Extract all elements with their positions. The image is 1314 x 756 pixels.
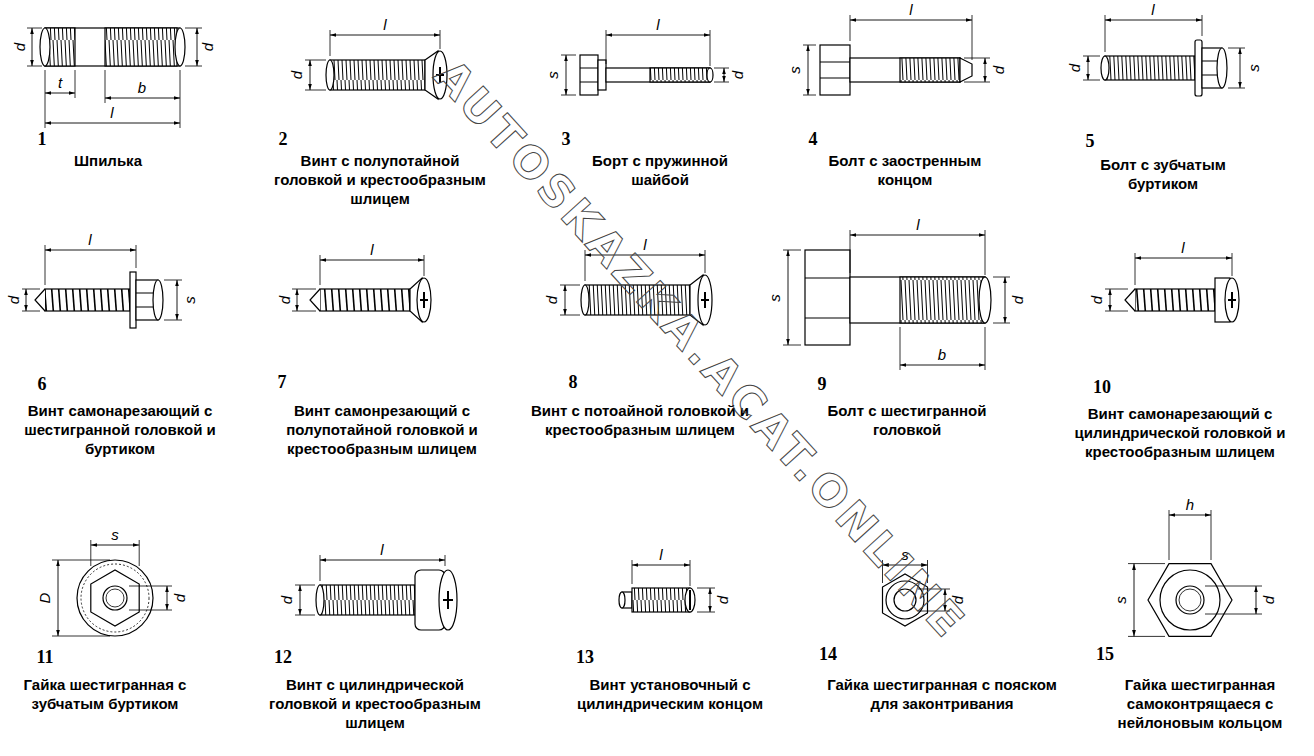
dimension-letter: d bbox=[278, 596, 296, 604]
part-caption: Винт самонрезающий с полупотайной головк… bbox=[262, 402, 502, 458]
tapping-hex-screw-drawing bbox=[22, 245, 182, 328]
dimension-letter: d bbox=[1088, 296, 1106, 304]
part-caption: Винт самонарезающий с цилиндрической гол… bbox=[1060, 405, 1300, 461]
dimension-letter: l bbox=[88, 231, 91, 249]
callout-number: 9 bbox=[818, 374, 827, 396]
dimension-letter: b bbox=[138, 79, 146, 97]
dimension-letter: l bbox=[909, 1, 912, 19]
dimension-letter: d bbox=[5, 296, 23, 304]
callout-number: 15 bbox=[1096, 644, 1114, 666]
callout-number: 10 bbox=[1093, 377, 1111, 399]
pointed-bolt-drawing bbox=[803, 15, 990, 95]
dimension-letter: b bbox=[938, 346, 946, 364]
dimension-letter: d bbox=[990, 66, 1008, 74]
dimension-letter: s bbox=[544, 71, 562, 79]
part-caption: Гайка шестигранная самоконтрящаеся с ней… bbox=[1100, 676, 1300, 732]
bolt-washer-drawing bbox=[561, 30, 729, 95]
callout-number: 5 bbox=[1086, 131, 1095, 153]
tapping-countersunk-drawing bbox=[292, 255, 431, 322]
part-caption: Болт с зубчатым буртиком bbox=[1078, 156, 1248, 194]
dimension-letter: d bbox=[1066, 64, 1084, 72]
tapping-pan-screw-drawing bbox=[1105, 253, 1239, 322]
part-caption: Болт с шестигранной головкой bbox=[807, 402, 1007, 440]
callout-number: 8 bbox=[569, 372, 578, 394]
dimension-letter: d bbox=[1009, 296, 1027, 304]
callout-number: 6 bbox=[38, 374, 47, 396]
callout-number: 14 bbox=[819, 644, 837, 666]
callout-number: 13 bbox=[576, 647, 594, 669]
dimension-letter: s bbox=[1112, 596, 1130, 604]
callout-number: 4 bbox=[809, 129, 818, 151]
dimension-letter: l bbox=[659, 546, 662, 564]
dimension-letter: l bbox=[1151, 1, 1154, 19]
dimension-letter: d bbox=[729, 71, 747, 79]
flange-bolt-drawing bbox=[1083, 15, 1245, 96]
part-caption: Винт с полупотайной головкой и крестообр… bbox=[265, 152, 495, 208]
dimension-letter: l bbox=[110, 104, 113, 122]
dimension-letter: s bbox=[1245, 64, 1263, 72]
dimension-letter: s bbox=[111, 526, 119, 544]
part-caption: Винт установочный с цилиндрическим концо… bbox=[545, 676, 795, 714]
callout-number: 3 bbox=[562, 129, 571, 151]
dimension-letter: d bbox=[543, 296, 561, 304]
dimension-letter: d bbox=[288, 71, 306, 79]
part-caption: Винт самонарезающий с шестигранной голов… bbox=[5, 402, 235, 458]
dimension-letter: l bbox=[383, 16, 386, 34]
dimension-letter: s bbox=[766, 294, 784, 302]
stud-drawing bbox=[27, 28, 202, 128]
callout-number: 11 bbox=[36, 647, 53, 669]
dimension-letter: h bbox=[1186, 496, 1194, 514]
dimension-letter: d bbox=[171, 594, 189, 602]
dimension-letter: l bbox=[656, 16, 659, 34]
callout-number: 2 bbox=[279, 129, 288, 151]
dimension-letter: t bbox=[58, 74, 62, 92]
dimension-letter: d bbox=[714, 596, 732, 604]
callout-number: 1 bbox=[38, 129, 47, 151]
pan-screw-drawing bbox=[295, 555, 457, 630]
flange-nut-drawing bbox=[52, 540, 172, 636]
callout-number: 7 bbox=[278, 372, 287, 394]
set-screw-drawing bbox=[619, 560, 715, 612]
callout-number: 12 bbox=[274, 647, 292, 669]
dimension-letter: s bbox=[181, 296, 199, 304]
dimension-letter: l bbox=[1181, 239, 1184, 257]
dimension-letter: l bbox=[916, 216, 919, 234]
dimension-letter: d bbox=[199, 43, 217, 51]
dimension-letter: s bbox=[786, 66, 804, 74]
dimension-letter: d bbox=[11, 43, 29, 51]
dimension-letter: d bbox=[1260, 596, 1278, 604]
dimension-letter: d bbox=[276, 296, 294, 304]
part-caption: Гайка шестигранная с зубчатым буртиком bbox=[5, 676, 205, 714]
part-caption: Болт с заостренным концом bbox=[805, 152, 1005, 190]
part-caption: Шпилька bbox=[38, 152, 178, 171]
watermark: AUTOSKAZKA.ACAT.ONLINE bbox=[423, 50, 976, 650]
nylon-nut-drawing bbox=[1128, 510, 1262, 636]
part-caption: Винт с цилиндрической головкой и крестоо… bbox=[250, 676, 500, 732]
dimension-letter: l bbox=[380, 541, 383, 559]
dimension-letter: l bbox=[370, 241, 373, 259]
part-caption: Борт с пружинной шайбой bbox=[575, 152, 745, 190]
dimension-letter: D bbox=[36, 593, 54, 604]
hex-bolt-drawing bbox=[783, 230, 1010, 370]
part-caption: Гайка шестигранная с пояском для законтр… bbox=[812, 676, 1072, 714]
